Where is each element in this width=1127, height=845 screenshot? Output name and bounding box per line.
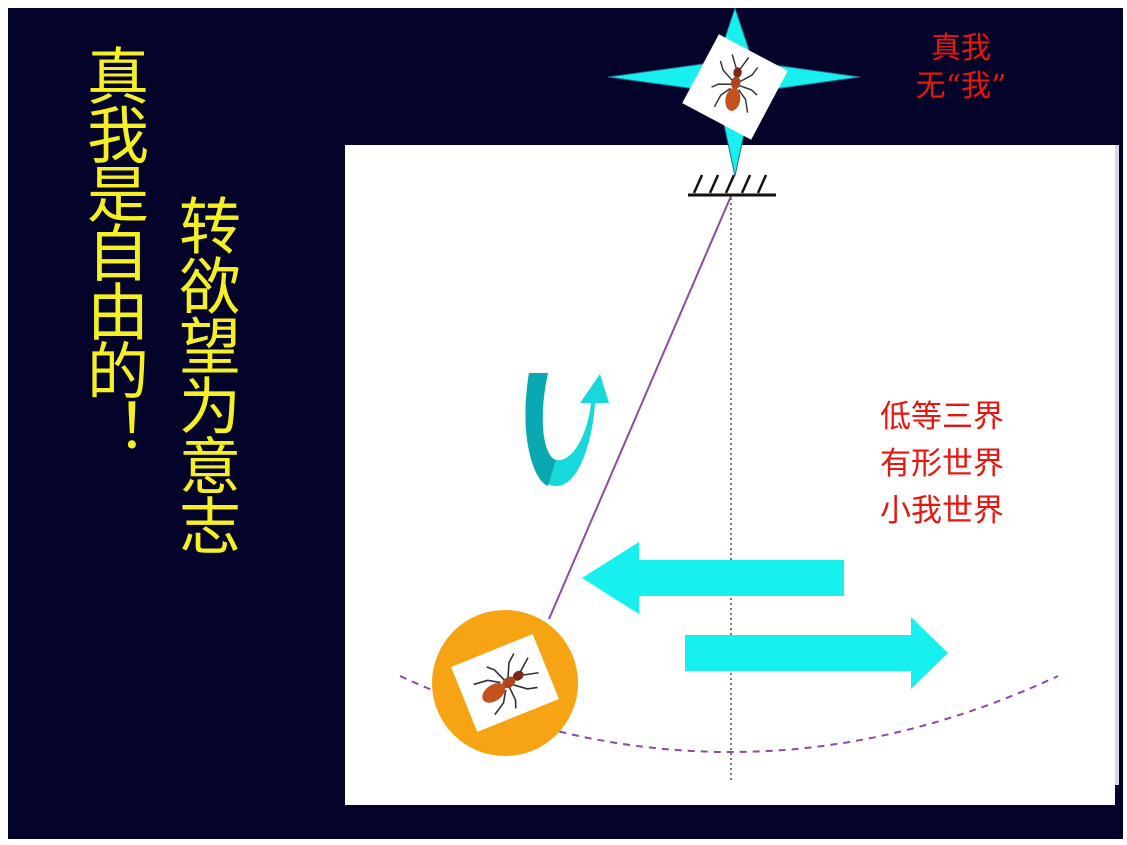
hatched-mount-icon xyxy=(688,174,776,197)
realm-label: 低等三界 有形世界 小我世界 xyxy=(880,394,1004,535)
pendulum-bob xyxy=(432,610,578,756)
slide-background: 真我是自由的！ 转欲望为意志 真我 无“我” 低等三界 有形世界 小我世界 xyxy=(8,8,1123,839)
vertical-title-will: 转欲望为意志 xyxy=(168,194,241,554)
pendulum-diagram xyxy=(399,8,1059,783)
swing-arc xyxy=(399,675,1059,753)
four-point-star-icon xyxy=(607,8,861,177)
realm-label-line2: 有形世界 xyxy=(880,446,1004,482)
top-label-line1: 真我 xyxy=(931,31,991,66)
vertical-title-true-self: 真我是自由的！ xyxy=(76,44,149,457)
realm-label-line1: 低等三界 xyxy=(880,399,1004,435)
top-label-line2: 无“我” xyxy=(915,69,1007,104)
curved-up-arrow-icon xyxy=(525,373,609,487)
left-arrow-icon xyxy=(582,542,844,614)
right-arrow-icon xyxy=(685,617,948,689)
pendulum-string xyxy=(548,195,732,620)
realm-label-line3: 小我世界 xyxy=(880,493,1004,529)
top-label: 真我 无“我” xyxy=(901,30,1021,106)
panel-shadow-edge xyxy=(1115,145,1119,785)
